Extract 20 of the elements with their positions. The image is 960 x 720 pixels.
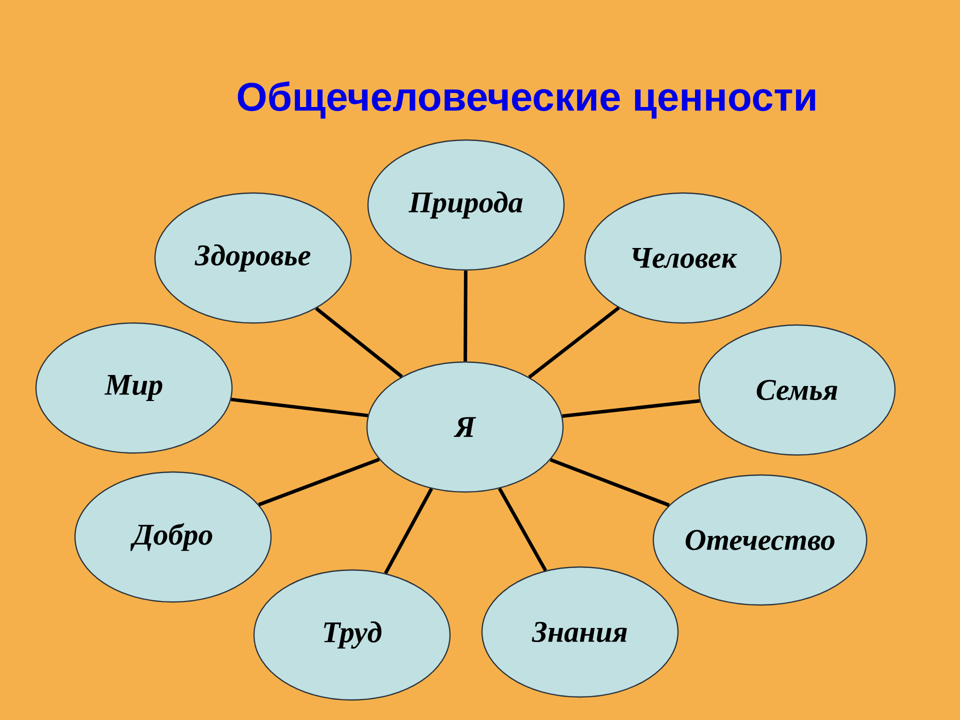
- ellipse-node: Отечество: [652, 474, 868, 606]
- connector-line: [464, 270, 468, 362]
- connector-line: [498, 488, 548, 572]
- ellipse-node: Знания: [481, 566, 679, 698]
- ellipse-node: Мир: [35, 322, 233, 454]
- connector-line: [258, 458, 380, 506]
- ellipse-node: Здоровье: [154, 192, 352, 324]
- title: Общечеловеческие ценности: [238, 81, 816, 119]
- ellipse-node: Человек: [584, 192, 782, 324]
- connector-line: [528, 306, 620, 379]
- connector-line: [384, 488, 434, 574]
- ellipse-node: Труд: [253, 569, 451, 701]
- ellipse-node: Я: [366, 361, 564, 493]
- connector-line: [230, 398, 368, 418]
- ellipse-node: Семья: [698, 324, 896, 456]
- connector-line: [562, 399, 700, 418]
- ellipse-node: Природа: [367, 139, 565, 271]
- connector-line: [550, 458, 670, 507]
- connector-line: [315, 307, 403, 378]
- ellipse-node: Добро: [74, 471, 272, 603]
